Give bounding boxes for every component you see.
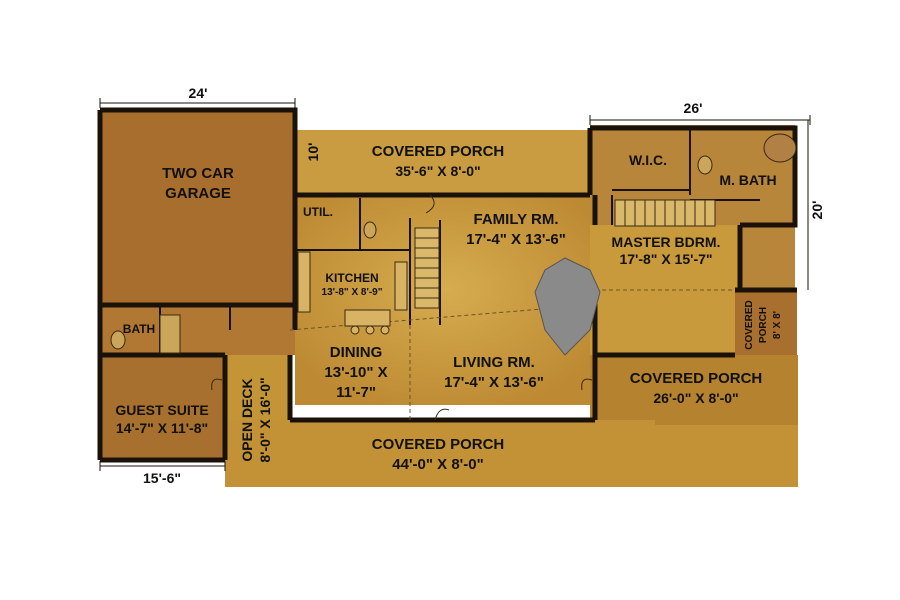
- kitchen-size: 13'-8" X 8'-9": [322, 287, 383, 298]
- garage-floor: [100, 110, 295, 305]
- fireplace: [534, 257, 601, 356]
- porch-right-name: COVERED PORCH: [630, 370, 763, 387]
- porch-top-floor: [295, 130, 590, 195]
- kitchen-name: KITCHEN: [325, 271, 378, 285]
- guest-suite-floor: [100, 355, 225, 460]
- garage-label-2: GARAGE: [165, 185, 231, 202]
- garage-label-1: TWO CAR: [162, 165, 234, 182]
- porch-bottom-name: COVERED PORCH: [372, 436, 505, 453]
- kitchen-fixtures: [297, 251, 408, 335]
- master-bath-label: M. BATH: [719, 172, 776, 188]
- wic-label: W.I.C.: [629, 152, 667, 168]
- porch-right-size: 26'-0" X 8'-0": [653, 390, 738, 406]
- porch-top-name: COVERED PORCH: [372, 143, 505, 160]
- master-bdrm-size: 17'-8" X 15'-7": [619, 251, 712, 267]
- dashed-lines: [289, 289, 735, 420]
- open-deck-size: 8'-0" X 16'-0": [257, 377, 273, 462]
- dining-name: DINING: [330, 344, 383, 361]
- living-name: LIVING RM.: [453, 354, 535, 371]
- family-size: 17'-4" X 13'-6": [466, 231, 566, 248]
- dining-size-1: 13'-10" X: [324, 364, 387, 381]
- living-size: 17'-4" X 13'-6": [444, 374, 544, 391]
- bath-fixtures: [110, 133, 797, 354]
- dim-top-left: 24': [189, 85, 208, 101]
- guest-suite-size: 14'-7" X 11'-8": [116, 420, 208, 436]
- family-name: FAMILY RM.: [473, 211, 558, 228]
- dim-bottom-left: 15'-6": [143, 470, 181, 486]
- door-swings: [211, 194, 593, 421]
- interior-walls: [159, 130, 760, 355]
- small-porch-line2: PORCH: [758, 307, 769, 343]
- bath-label: BATH: [123, 322, 155, 336]
- dim-porch-depth: 10': [305, 143, 321, 162]
- bath-floor: [100, 305, 295, 355]
- dimension-lines: [99, 98, 811, 471]
- porch-bottom-size: 44'-0" X 8'-0": [392, 456, 483, 473]
- small-porch-line1: COVERED: [744, 300, 755, 349]
- dim-right-height: 20': [809, 201, 825, 220]
- open-deck-name: OPEN DECK: [239, 378, 255, 461]
- porch-top-size: 35'-6" X 8'-0": [395, 163, 480, 179]
- util-label: UTIL.: [303, 205, 333, 219]
- exterior-walls: [97, 107, 798, 463]
- master-bdrm-name: MASTER BDRM.: [612, 234, 721, 250]
- dining-size-2: 11'-7": [336, 384, 376, 401]
- porch-right-floor: [590, 355, 798, 425]
- porch-bottom-floor: [225, 420, 798, 487]
- small-porch-line3: 8' X 8': [772, 311, 783, 339]
- guest-suite-name: GUEST SUITE: [115, 402, 208, 418]
- dim-top-right: 26': [684, 100, 703, 116]
- stairs: [414, 199, 716, 309]
